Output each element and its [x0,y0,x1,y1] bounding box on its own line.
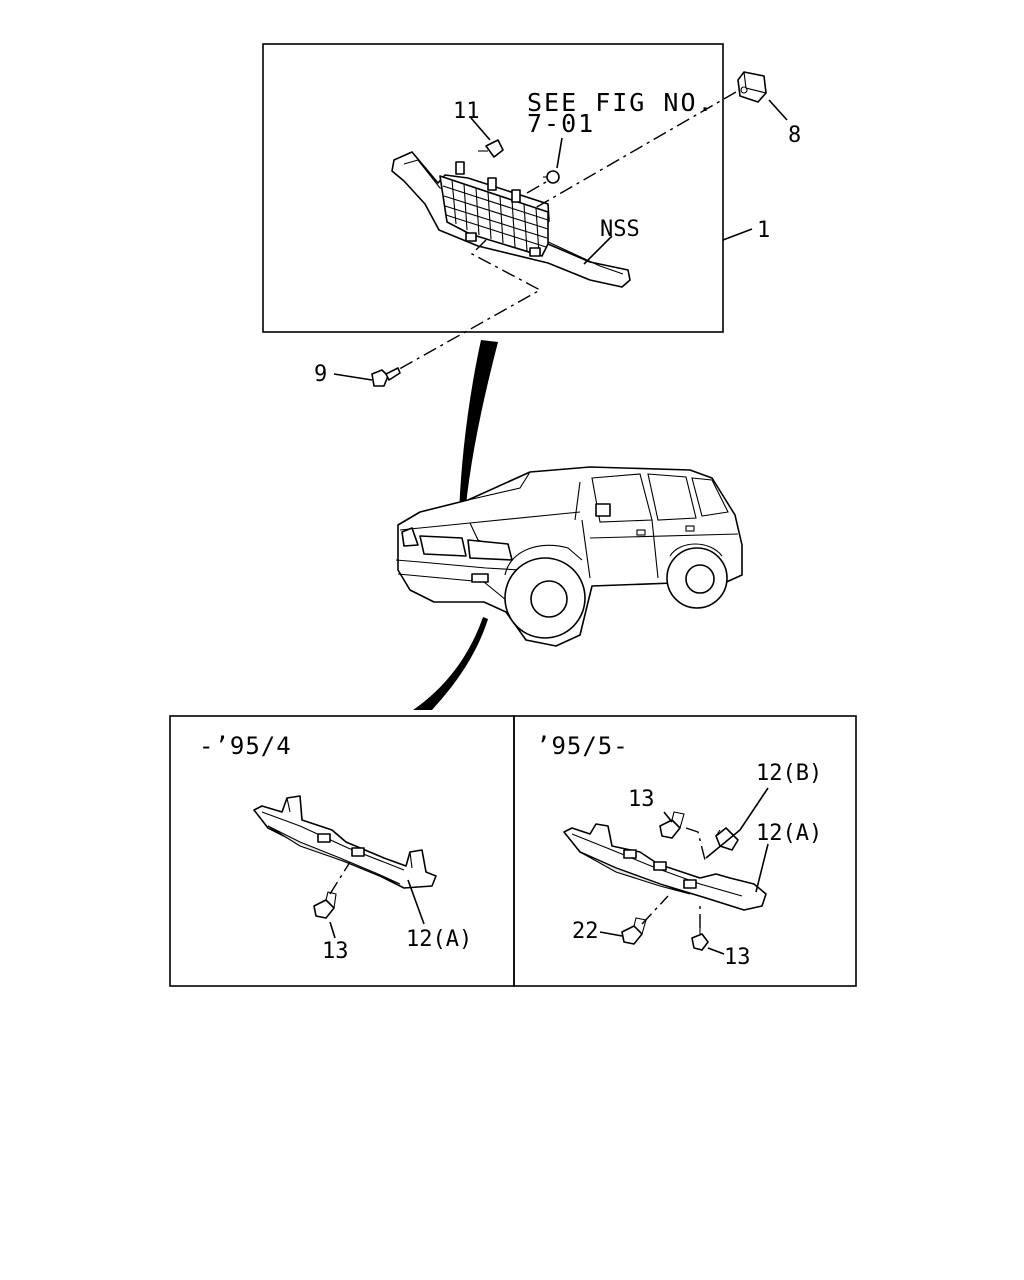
bolt-22 [621,917,647,945]
fastener-fig-7-01 [543,170,560,184]
dash-fastener [526,181,547,194]
leader-1 [722,228,753,241]
label-11: 11 [453,99,480,124]
lower-right-frame [513,715,857,987]
bolt-13-bottom-right [691,928,709,951]
leader-12a-right [755,843,769,893]
pointer-wedge-bottom [413,617,488,710]
label-1: 1 [757,218,770,243]
vehicle-illustration [395,466,743,647]
leader-13-left [329,921,336,939]
label-12a-left: 12(A) [406,927,472,952]
dash-13-top-right [685,827,707,865]
grille-panel-frame [262,43,724,333]
era-label-left: -’95/4 [199,732,292,760]
leader-nss [583,235,613,265]
pointer-wedge-top [459,340,498,515]
bolt-13-left [313,891,337,919]
label-12b: 12(B) [756,761,822,786]
clip-11 [478,139,504,158]
label-9: 9 [314,362,327,387]
radiator-grille [391,151,631,288]
see-fig-note-line2: 7-01 [527,109,595,138]
era-label-right: ’95/5- [536,732,629,760]
leader-22 [599,931,623,937]
lower-right-panel: ’95/5- 13 12(B) 12(A) [513,715,857,987]
see-fig-note-line1: SEE FIG NO. [527,88,715,117]
dash-bolt-22 [641,895,669,925]
dash-screw-9 [393,239,542,373]
label-12a-right: 12(A) [756,821,822,846]
leader-13-bottom-right [707,947,725,955]
label-13-top-right: 13 [628,787,655,812]
leader-9 [333,373,373,381]
leader-12b [705,787,769,859]
label-nss: NSS [600,217,640,242]
leader-13-top-right [663,811,673,823]
grille-mesh [439,175,549,257]
grille-panel: SEE FIG NO. 7-01 [262,43,801,373]
lower-left-panel: -’95/4 13 12(A) [169,715,515,987]
leader-11 [470,117,491,141]
bolt-13-top-right [659,811,685,839]
screw-9 [371,367,401,387]
bracket-12a-right [563,823,767,911]
bracket-12a-left [253,795,437,889]
clip-8 [737,71,767,103]
dash-clip-8 [534,91,737,209]
leader-8 [768,99,788,121]
label-13-bottom-right: 13 [724,945,751,970]
dash-bolt-13-left [329,861,351,895]
leader-12a-left [407,879,425,925]
label-22: 22 [572,919,599,944]
label-13-left: 13 [322,939,349,964]
label-8: 8 [788,123,801,148]
leader-note [556,137,563,169]
